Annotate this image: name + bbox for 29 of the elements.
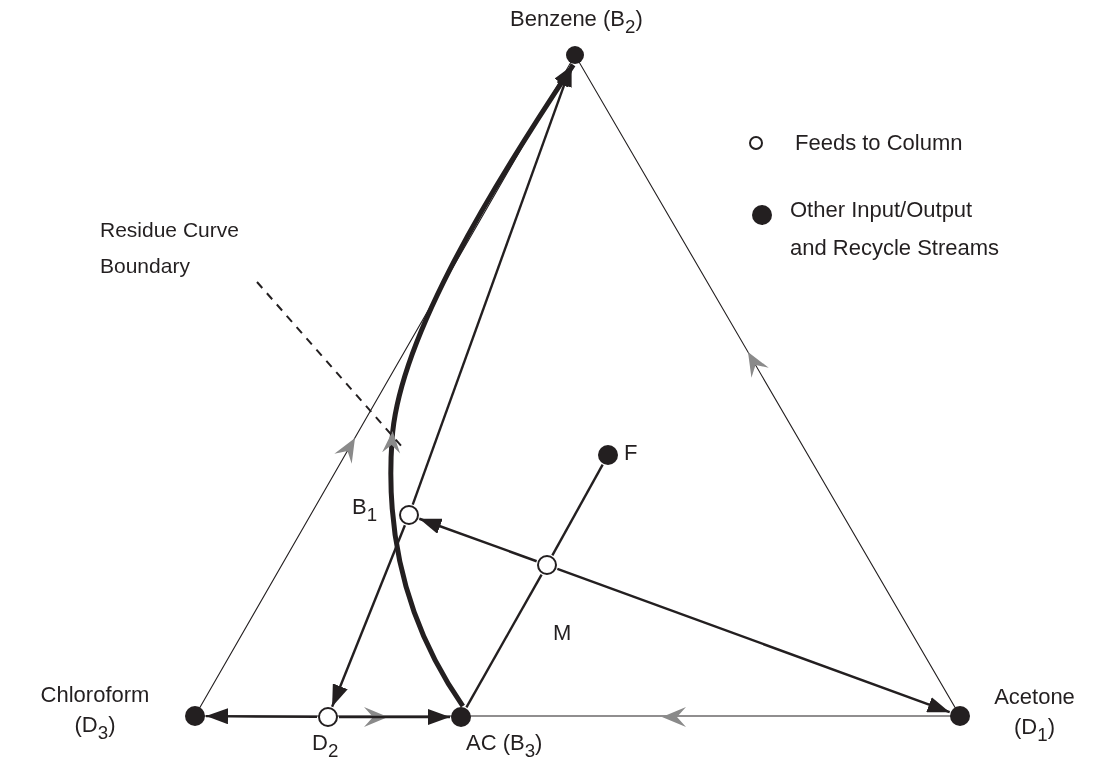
arrow	[411, 64, 573, 506]
arrow	[418, 517, 538, 563]
feed-point	[537, 555, 557, 575]
stream-point	[566, 46, 584, 64]
boundary-curve	[382, 63, 576, 708]
balance-line	[551, 464, 604, 556]
point-label: F	[624, 439, 638, 467]
point-label: Chloroform (D$_{3}$)	[39, 681, 151, 740]
stream-point	[598, 445, 618, 465]
point-label: B$_{1}$	[352, 493, 378, 522]
stream-point	[950, 706, 970, 726]
point-label: AC (B$_{3}$)	[466, 729, 543, 758]
leader-line	[256, 281, 404, 449]
arrow	[330, 524, 407, 708]
point-label: D$_{2}$	[312, 729, 339, 758]
arrow	[556, 567, 951, 714]
point-label: M	[553, 619, 572, 647]
point-label: Acetone (D$_{1}$)	[993, 683, 1076, 742]
arrow	[206, 708, 317, 725]
stream-point	[185, 706, 205, 726]
balance-line	[465, 574, 543, 708]
arrow	[339, 709, 450, 725]
legend-label: Feeds to Column	[795, 129, 964, 157]
feed-point	[318, 707, 338, 727]
annotation-label: Residue Curve Boundary	[100, 212, 300, 284]
point-label: Benzene (B$_{2}$)	[510, 5, 643, 34]
stream-point	[451, 707, 471, 727]
legend-label: Other Input/Output and Recycle Streams	[790, 196, 1001, 262]
feed-point	[399, 505, 419, 525]
